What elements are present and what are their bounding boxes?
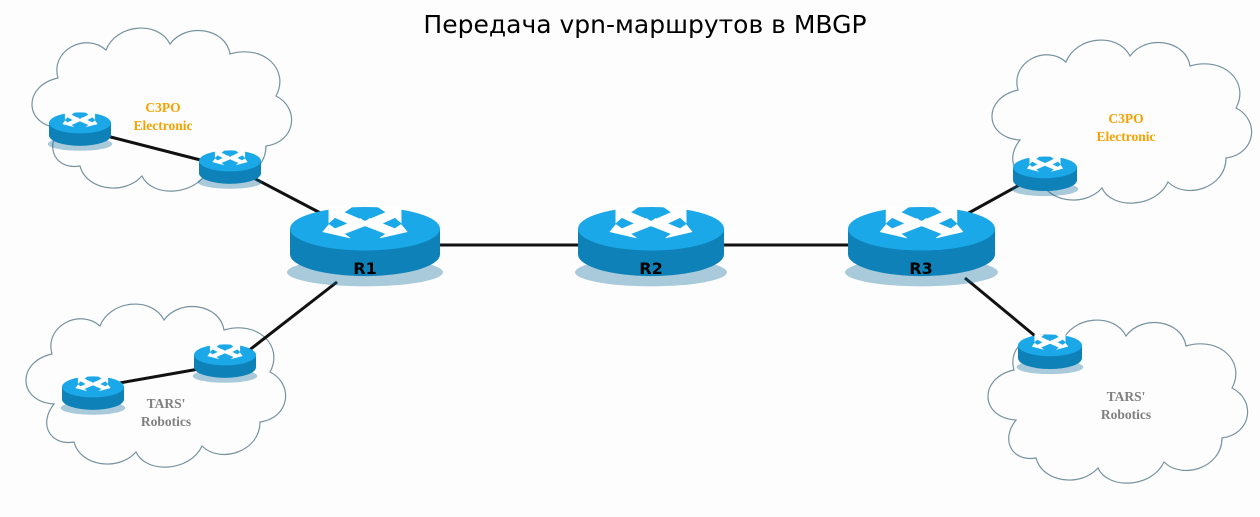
router-r2[interactable]: R2	[575, 206, 727, 287]
link-layer	[94, 131, 1041, 387]
router-r3[interactable]: R3	[845, 206, 998, 287]
link-pe-top-left-to-r1	[247, 173, 331, 220]
cloud-top-left-label-line2: Electronic	[134, 118, 193, 133]
cloud-shape	[31, 27, 293, 192]
cloud-bottom-right-label-line1: TARS'	[1107, 389, 1146, 404]
link-pe-bottom-left-to-r1	[242, 280, 338, 357]
router-pe-bottom-left[interactable]	[192, 344, 258, 383]
page-title: Передача vpn-маршрутов в MBGP	[423, 10, 866, 39]
link-ce-top-left-to-pe-top-left	[94, 131, 221, 167]
router-r3-label: R3	[909, 259, 932, 278]
cloud-top-left: C3PO Electronic	[31, 27, 293, 192]
cloud-bottom-left-label-line1: TARS'	[147, 396, 186, 411]
router-ce-bottom-right[interactable]	[1016, 334, 1084, 375]
router-ce-top-left[interactable]	[47, 112, 113, 151]
router-ce-bottom-left[interactable]	[60, 376, 126, 415]
router-pe-top-left[interactable]	[197, 150, 263, 189]
cloud-top-right-label-line2: Electronic	[1097, 129, 1156, 144]
link-r3-to-ce-bottom-right	[964, 276, 1041, 342]
cloud-bottom-right-label-line2: Robotics	[1101, 407, 1151, 422]
router-ce-top-right[interactable]	[1011, 156, 1079, 197]
cloud-top-right-label-line1: C3PO	[1108, 111, 1143, 126]
router-r1[interactable]: R1	[287, 206, 443, 287]
cloud-bottom-left-label-line2: Robotics	[141, 414, 191, 429]
router-r2-label: R2	[639, 259, 662, 278]
cloud-top-left-label-line1: C3PO	[145, 100, 180, 115]
router-r1-label: R1	[353, 259, 376, 278]
